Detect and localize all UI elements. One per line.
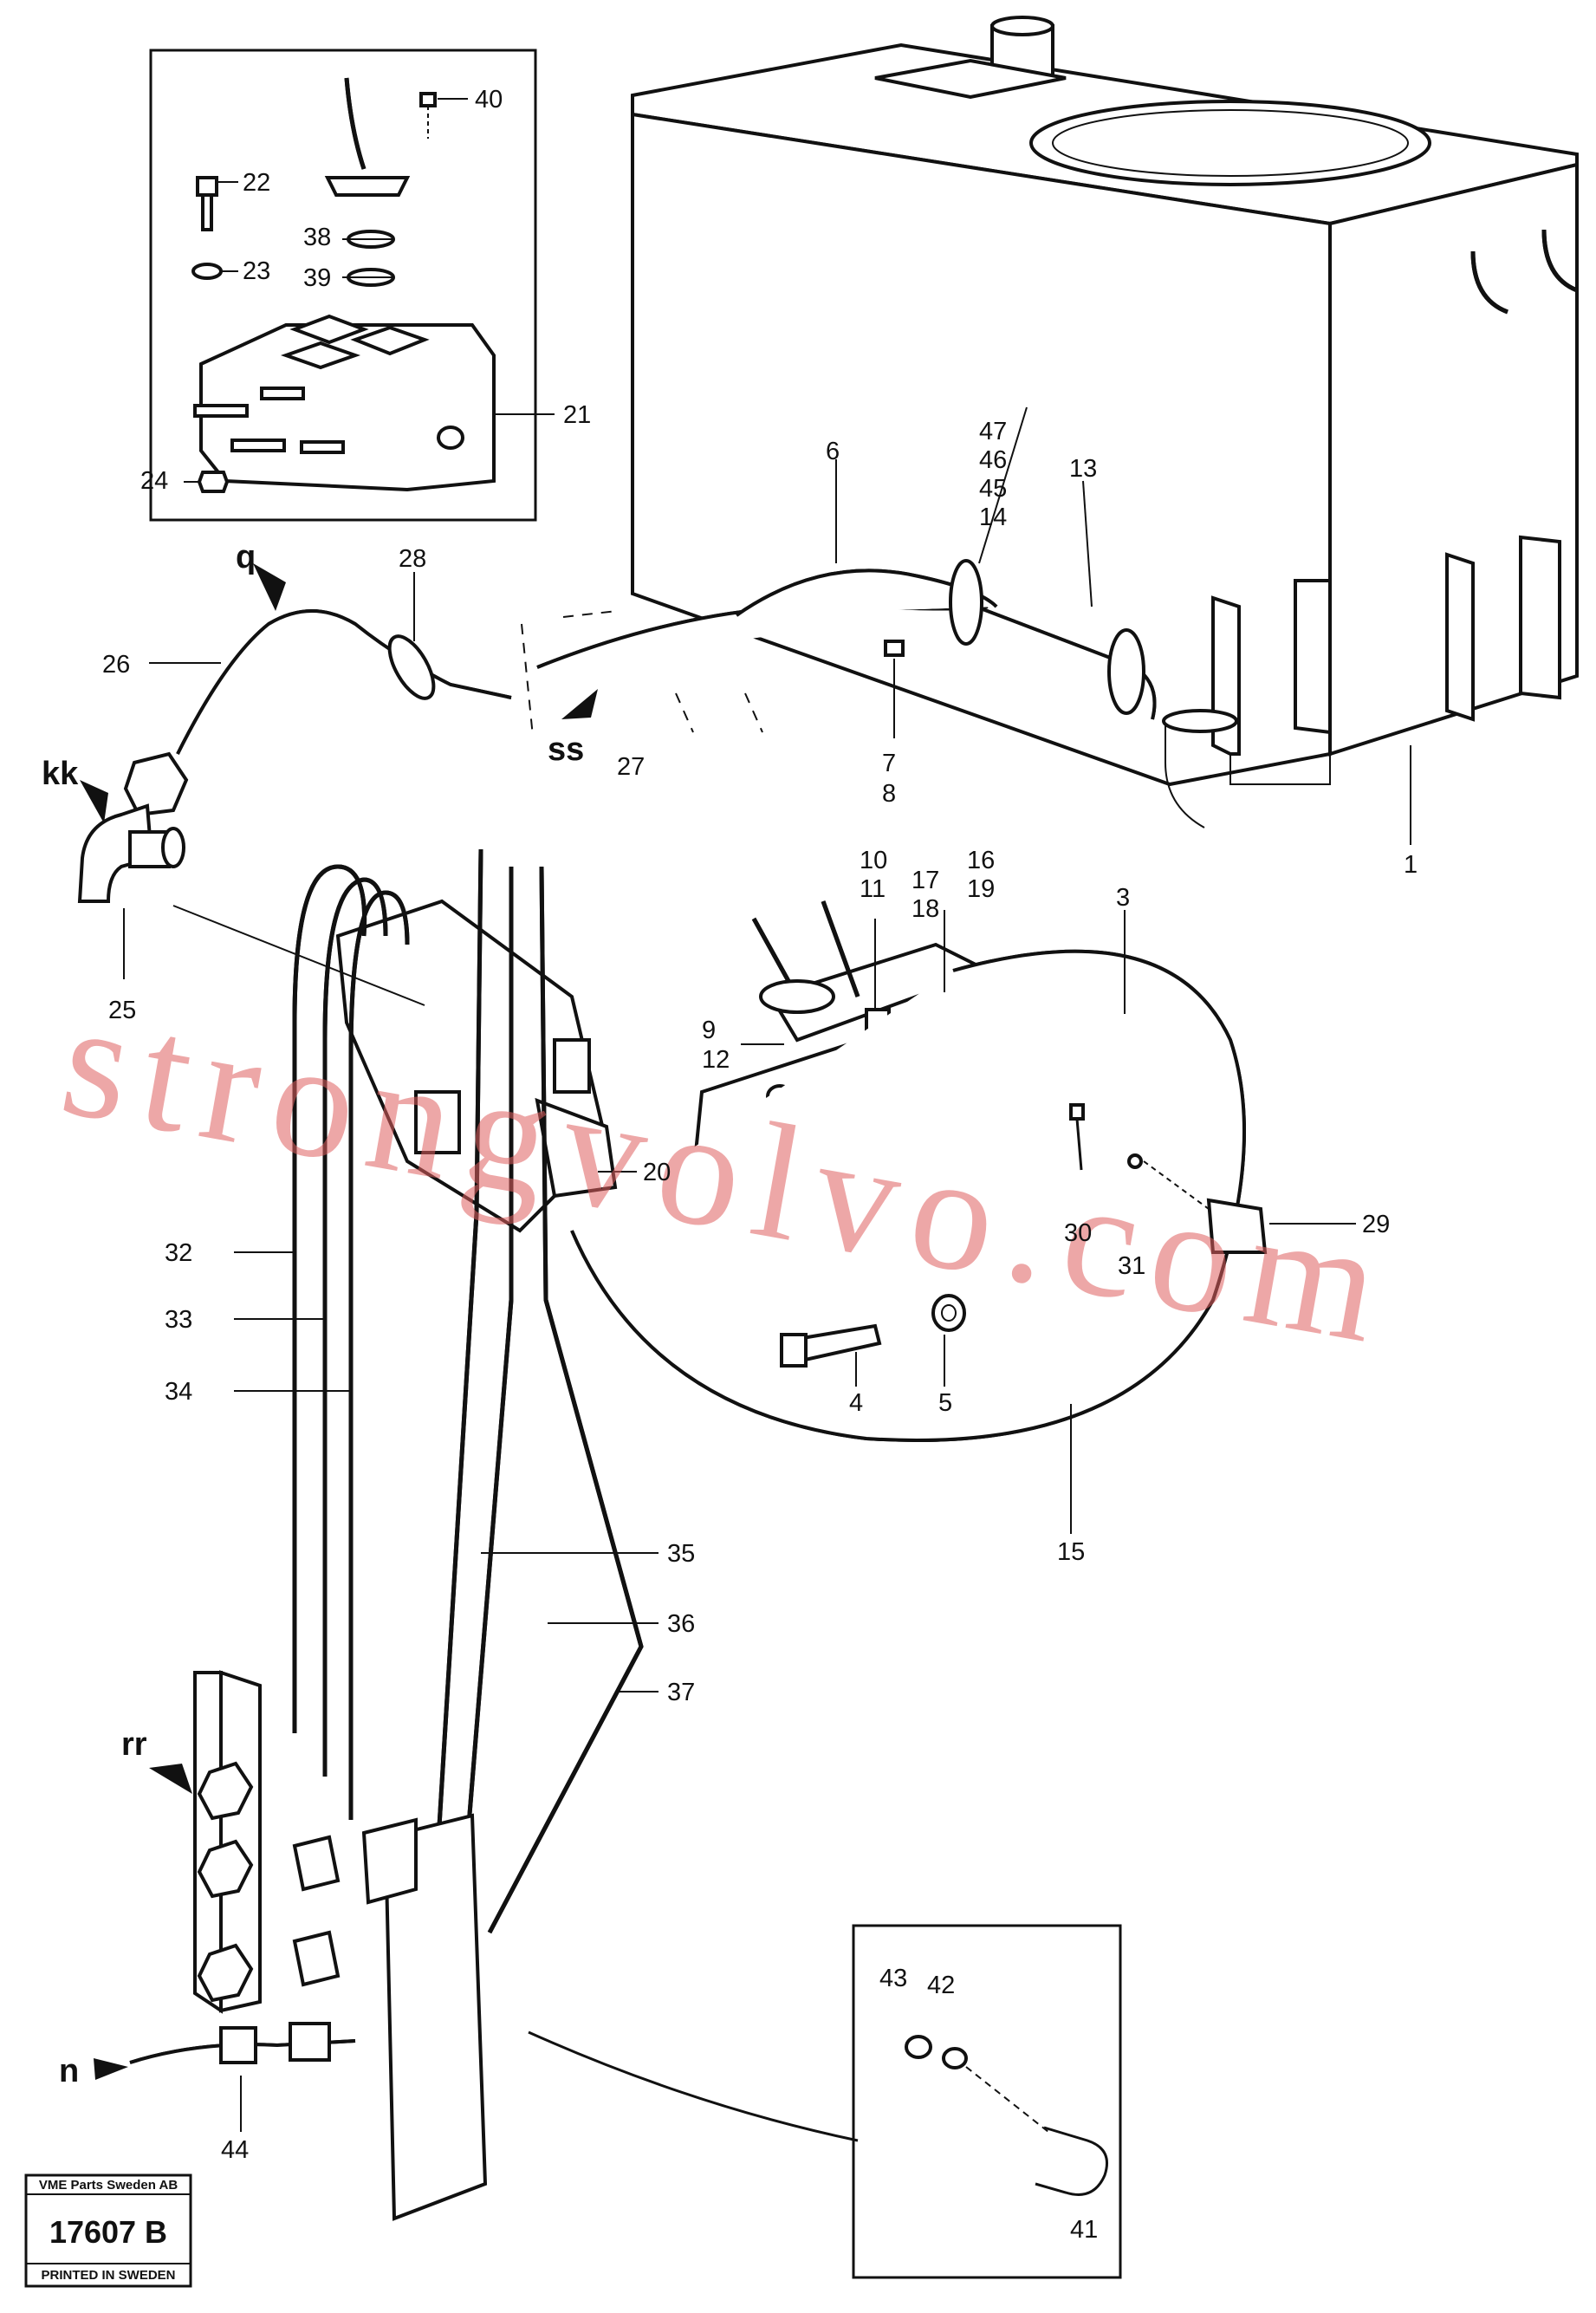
label-39: 39 <box>303 264 331 292</box>
label-4: 4 <box>849 1389 863 1417</box>
label-35: 35 <box>667 1540 695 1568</box>
hose-15 <box>570 949 1268 1442</box>
label-36: 36 <box>667 1610 695 1638</box>
label-3: 3 <box>1116 884 1130 912</box>
letter-q: q <box>236 539 256 575</box>
label-42: 42 <box>927 1972 955 1999</box>
label-38: 38 <box>303 224 331 251</box>
label-45: 45 <box>979 475 1007 503</box>
label-28: 28 <box>399 545 426 573</box>
label-31: 31 <box>1118 1252 1145 1280</box>
return-hose <box>77 609 512 903</box>
label-5: 5 <box>938 1389 952 1417</box>
label-15: 15 <box>1057 1538 1085 1566</box>
label-17: 17 <box>912 867 939 894</box>
label-7: 7 <box>882 750 896 777</box>
letter-n: n <box>59 2053 79 2089</box>
leader-lines <box>123 406 1411 2132</box>
label-1: 1 <box>1404 851 1418 879</box>
part-labels: 40 22 23 38 39 21 24 47 46 45 14 6 13 28… <box>102 86 1418 2244</box>
label-26: 26 <box>102 651 130 679</box>
stamp-printed: PRINTED IN SWEDEN <box>41 2268 175 2283</box>
label-23: 23 <box>243 257 270 285</box>
letter-ss: ss <box>548 731 584 768</box>
label-19: 19 <box>967 875 995 903</box>
label-12: 12 <box>702 1046 730 1074</box>
label-37: 37 <box>667 1679 695 1706</box>
inset-leaders <box>184 98 555 483</box>
drawing-stamp: VME Parts Sweden AB 17607 B PRINTED IN S… <box>24 2173 192 2288</box>
bracket-assembly <box>129 1670 859 2221</box>
inset-u-bolt <box>852 1924 1122 2279</box>
label-41: 41 <box>1070 2216 1098 2244</box>
label-11: 11 <box>860 875 886 903</box>
letter-markers: q kk ss rr n <box>42 539 584 2089</box>
label-32: 32 <box>165 1239 192 1267</box>
letter-kk: kk <box>42 756 79 792</box>
letter-rr: rr <box>121 1726 147 1763</box>
label-20: 20 <box>643 1159 671 1186</box>
label-6: 6 <box>826 438 840 465</box>
label-34: 34 <box>165 1378 192 1406</box>
label-47: 47 <box>979 418 1007 445</box>
inset-control-valve <box>149 49 537 522</box>
label-18: 18 <box>912 895 939 923</box>
label-25: 25 <box>108 997 136 1024</box>
fasteners <box>780 1103 1210 1368</box>
main-valve-block <box>335 899 618 1233</box>
label-13: 13 <box>1069 455 1097 483</box>
label-27: 27 <box>617 753 645 781</box>
stamp-number: 17607 B <box>49 2214 167 2250</box>
label-10: 10 <box>860 847 887 874</box>
label-44: 44 <box>221 2136 249 2164</box>
label-21: 21 <box>563 401 591 429</box>
letter-arrows <box>80 563 598 2080</box>
label-46: 46 <box>979 446 1007 474</box>
label-22: 22 <box>243 169 270 197</box>
stamp-company: VME Parts Sweden AB <box>39 2178 178 2193</box>
label-43: 43 <box>879 1965 907 1992</box>
label-14: 14 <box>979 504 1007 531</box>
label-24: 24 <box>140 467 168 495</box>
label-29: 29 <box>1362 1211 1390 1238</box>
label-16: 16 <box>967 847 995 874</box>
label-9: 9 <box>702 1017 716 1044</box>
label-30: 30 <box>1064 1219 1092 1247</box>
label-33: 33 <box>165 1306 192 1334</box>
pipe-bundle <box>292 848 644 1934</box>
label-40: 40 <box>475 86 503 114</box>
label-8: 8 <box>882 780 896 808</box>
suction-hoses <box>521 559 1238 828</box>
